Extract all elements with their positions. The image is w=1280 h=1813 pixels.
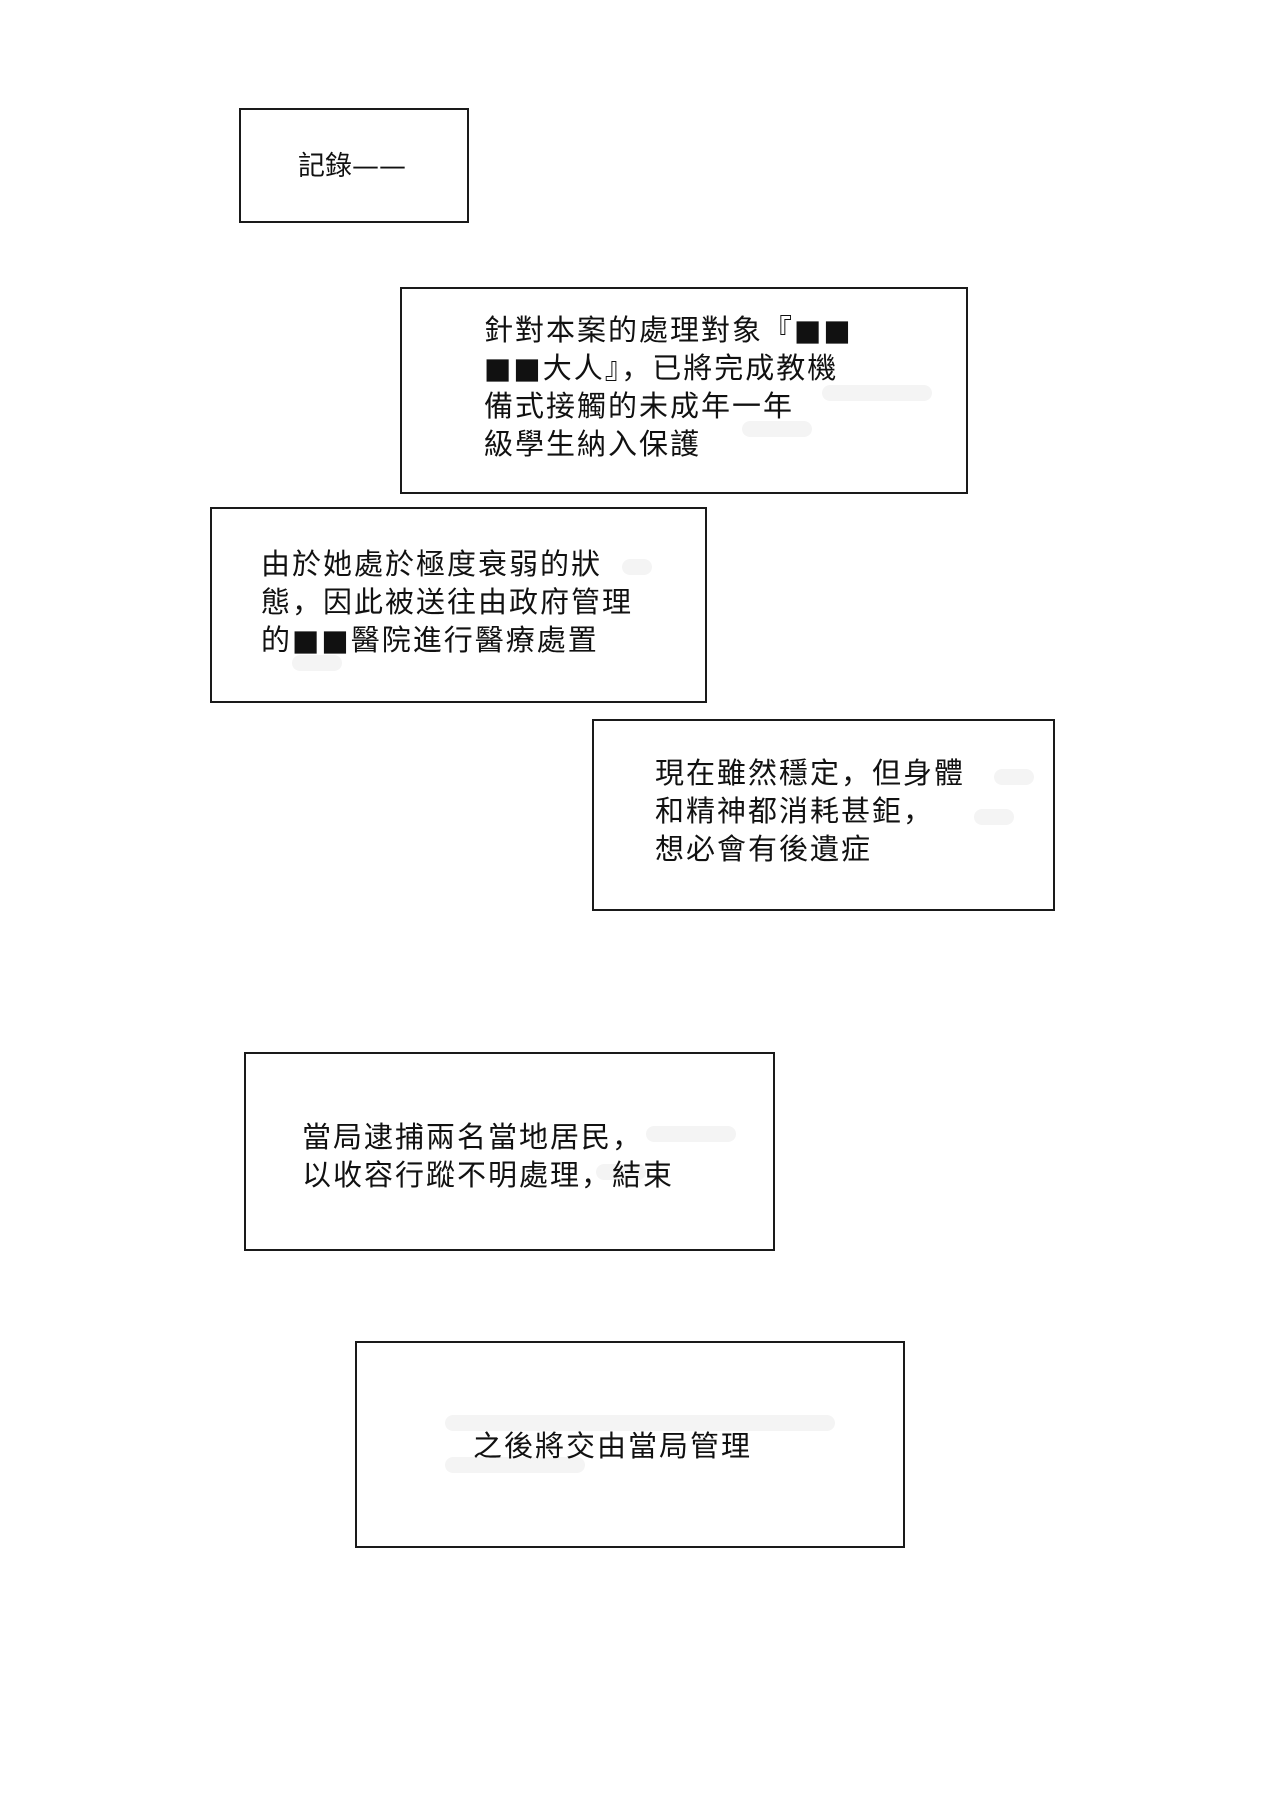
caption-hospital-text: 由於她處於極度衰弱的狀 態，因此被送往由政府管理 的■■醫院進行醫療處置 bbox=[261, 547, 634, 657]
faded-text-trace bbox=[292, 655, 342, 671]
faded-text-trace bbox=[596, 1164, 646, 1180]
faded-text-trace bbox=[445, 1457, 585, 1473]
faded-text-trace bbox=[974, 809, 1014, 825]
faded-text-trace bbox=[742, 421, 812, 437]
faded-text-trace bbox=[622, 559, 652, 575]
caption-box-protection: 針對本案的處理對象『■■ ■■大人』，已將完成教機 備式接觸的未成年一年 級學生… bbox=[400, 287, 968, 494]
caption-box-authority: 之後將交由當局管理 bbox=[355, 1341, 905, 1548]
faded-text-trace bbox=[822, 385, 932, 401]
caption-box-hospital: 由於她處於極度衰弱的狀 態，因此被送往由政府管理 的■■醫院進行醫療處置 bbox=[210, 507, 707, 703]
record-heading-text: 記錄—— bbox=[298, 151, 406, 182]
faded-text-trace bbox=[994, 769, 1034, 785]
caption-aftereffects-text: 現在雖然穩定，但身體 和精神都消耗甚鉅， 想必會有後遺症 bbox=[655, 756, 966, 866]
faded-text-trace bbox=[646, 1126, 736, 1142]
caption-arrest-text: 當局逮捕兩名當地居民， 以收容行蹤不明處理，結束 bbox=[302, 1120, 675, 1192]
caption-protection-text: 針對本案的處理對象『■■ ■■大人』，已將完成教機 備式接觸的未成年一年 級學生… bbox=[484, 313, 853, 461]
caption-box-aftereffects: 現在雖然穩定，但身體 和精神都消耗甚鉅， 想必會有後遺症 bbox=[592, 719, 1055, 911]
caption-box-arrest: 當局逮捕兩名當地居民， 以收容行蹤不明處理，結束 bbox=[244, 1052, 775, 1251]
faded-text-trace bbox=[445, 1415, 835, 1431]
caption-authority-text: 之後將交由當局管理 bbox=[473, 1429, 753, 1463]
record-heading-box: 記錄—— bbox=[239, 108, 469, 223]
